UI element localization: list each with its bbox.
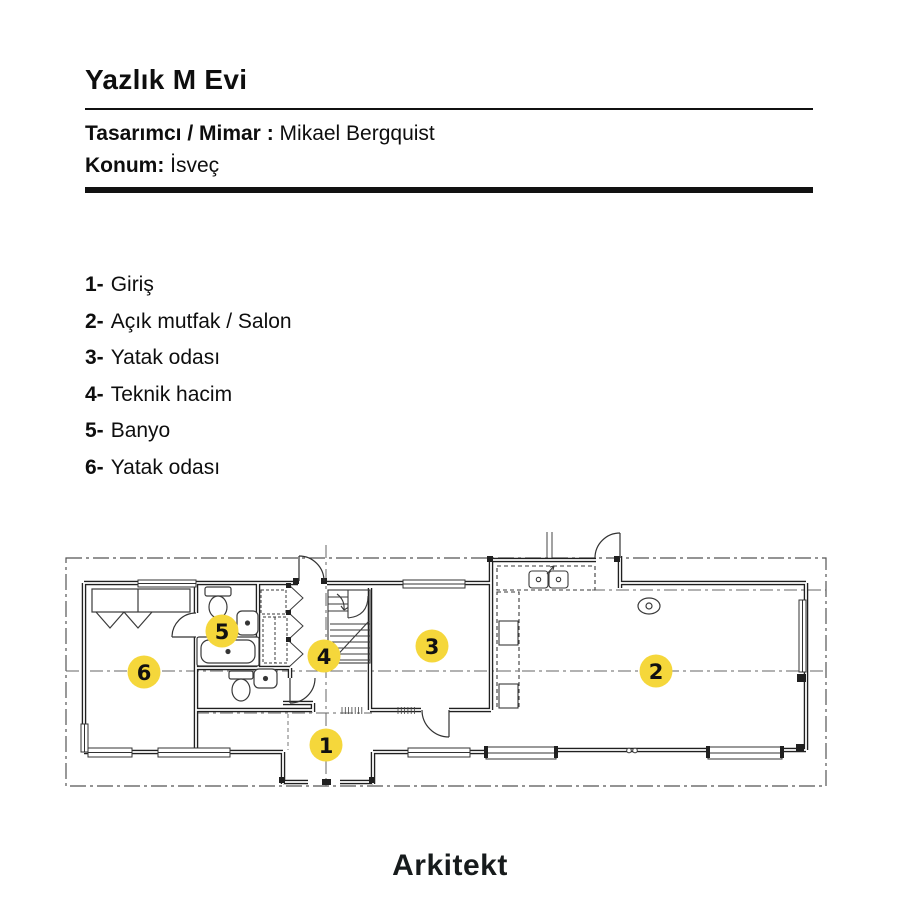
divider-thick — [85, 187, 813, 193]
kitchen-sink — [528, 570, 549, 589]
designer-line: Tasarımcı / Mimar : Mikael Bergquist — [85, 122, 435, 146]
legend-item-1: 1- Giriş — [85, 273, 292, 310]
legend-label: Yatak odası — [110, 455, 221, 479]
page-title: Yazlık M Evi — [85, 64, 248, 95]
legend-item-2: 2-Açık mutfak / Salon — [85, 310, 292, 347]
legend-item-5: 5- Banyo — [85, 419, 292, 456]
technical-closet — [260, 584, 304, 668]
divider-thin — [85, 108, 813, 110]
room-marker-6: 6 — [127, 655, 161, 689]
wall-vent-mark — [626, 747, 638, 754]
room-markers: 1 2 3 4 5 6 — [127, 614, 673, 762]
legend-label: Banyo — [110, 419, 171, 442]
legend-number: 5- — [85, 419, 104, 442]
svg-text:6: 6 — [137, 661, 152, 685]
room-marker-3: 3 — [415, 629, 449, 663]
svg-text:3: 3 — [425, 635, 440, 659]
faucet — [546, 565, 555, 575]
site-boundary — [65, 557, 827, 787]
legend-number: 4- — [85, 382, 104, 406]
legend-number: 2- — [85, 309, 104, 333]
legend-number: 6- — [85, 455, 104, 479]
legend-label: Yatak odası — [110, 346, 221, 369]
legend-item-6: 6-Yatak odası — [85, 456, 292, 493]
door-swings — [171, 532, 621, 738]
room-marker-2: 2 — [639, 654, 673, 688]
svg-text:4: 4 — [317, 645, 332, 669]
svg-text:1: 1 — [319, 734, 334, 758]
legend-label: Giriş — [110, 273, 154, 296]
ceiling-light — [637, 597, 661, 615]
room-marker-4: 4 — [307, 639, 341, 673]
threshold-ticks — [341, 707, 415, 714]
legend-item-4: 4-Teknik hacim — [85, 383, 292, 420]
bathroom-fixtures — [196, 586, 278, 702]
brand-logo: Arkitekt — [0, 849, 900, 883]
room-legend: 1- Giriş 2-Açık mutfak / Salon 3- Yatak od… — [85, 273, 292, 492]
room-marker-1: 1 — [309, 728, 343, 762]
legend-number: 1- — [85, 273, 104, 296]
toilet2-bowl — [231, 678, 251, 702]
designer-value: Mikael Bergquist — [279, 122, 435, 145]
legend-number: 3- — [85, 346, 104, 369]
brand-logo-text: Arkitekt — [392, 849, 508, 882]
svg-text:5: 5 — [215, 620, 230, 644]
door-jambs — [279, 556, 806, 785]
legend-label: Açık mutfak / Salon — [110, 309, 292, 333]
location-label: Konum: — [85, 154, 165, 177]
toilet-tank — [204, 586, 232, 597]
svg-text:2: 2 — [649, 660, 664, 684]
room-marker-5: 5 — [205, 614, 239, 648]
designer-label: Tasarımcı / Mimar : — [85, 122, 274, 145]
kitchen-counter — [496, 565, 596, 709]
wardrobe — [91, 588, 191, 629]
location-value: İsveç — [170, 154, 220, 177]
legend-item-3: 3- Yatak odası — [85, 346, 292, 383]
section-marks — [546, 532, 553, 558]
legend-label: Teknik hacim — [110, 382, 233, 406]
location-line: Konum: İsveç — [85, 154, 219, 178]
closet-hinges — [286, 583, 291, 642]
toilet2-tank — [228, 670, 254, 680]
